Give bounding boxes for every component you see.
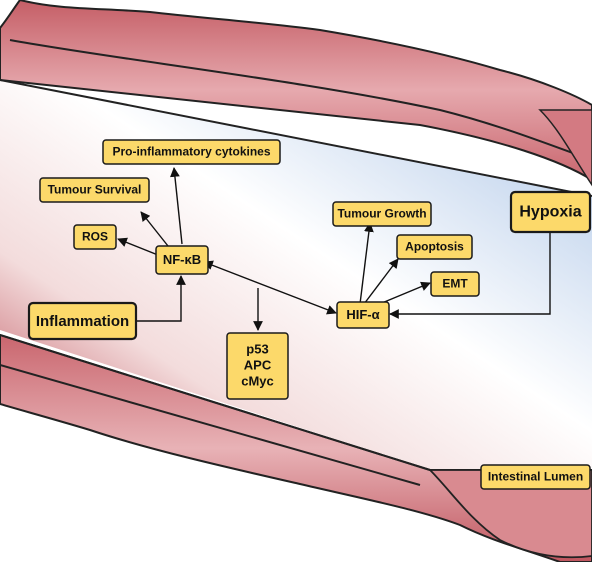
nf-kb-box: NF-κB — [156, 246, 208, 274]
intestinal-lumen-box: Intestinal Lumen — [481, 465, 590, 489]
hif-a-box: HIF-α — [337, 302, 389, 328]
apoptosis-box: Apoptosis — [397, 235, 472, 259]
nf-kb-label: NF-κB — [163, 252, 201, 267]
inflammation-label: Inflammation — [36, 313, 129, 330]
pro-inflammatory-cytokines-label: Pro-inflammatory cytokines — [112, 145, 270, 159]
ros-label: ROS — [82, 230, 108, 244]
apoptosis-label: Apoptosis — [405, 240, 464, 254]
hypoxia-box: Hypoxia — [511, 192, 590, 232]
apc-label: APC — [244, 357, 272, 372]
inflammation-box: Inflammation — [29, 303, 136, 339]
hif-a-label: HIF-α — [346, 307, 379, 322]
tumour-survival-label: Tumour Survival — [48, 183, 142, 197]
pro-inflammatory-cytokines-box: Pro-inflammatory cytokines — [103, 140, 280, 164]
hypoxia-label: Hypoxia — [519, 204, 581, 221]
intestinal-lumen-label: Intestinal Lumen — [488, 470, 583, 484]
tumour-survival-box: Tumour Survival — [40, 178, 149, 202]
p53-apc-cmyc-box: p53 APC cMyc — [227, 333, 288, 399]
ros-box: ROS — [74, 225, 116, 249]
cmyc-label: cMyc — [241, 373, 274, 388]
tumour-growth-label: Tumour Growth — [337, 207, 426, 221]
emt-label: EMT — [442, 277, 468, 291]
p53-label: p53 — [246, 341, 268, 356]
tumour-growth-box: Tumour Growth — [333, 202, 431, 226]
emt-box: EMT — [431, 272, 479, 296]
